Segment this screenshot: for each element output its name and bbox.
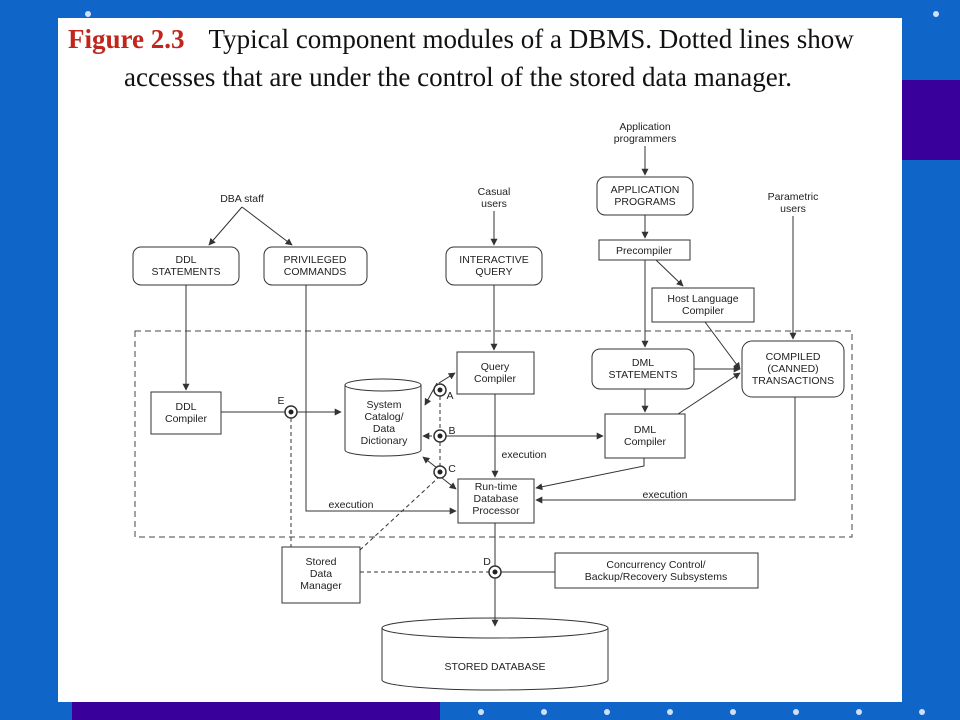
catalog-text-2: Catalog/ [364, 411, 403, 423]
access-point-d-label: D [483, 556, 491, 568]
access-point-nodes [284, 383, 502, 579]
bullet-dot [85, 11, 91, 17]
bullet-dot [856, 709, 862, 715]
query-compiler-text-2: Compiler [474, 373, 517, 385]
access-point-c-label: C [448, 463, 456, 475]
ddl-statements-text: DDL [175, 254, 196, 266]
privileged-commands-text-2: COMMANDS [284, 266, 346, 278]
runtime-processor-text-3: Processor [472, 505, 520, 517]
accent-block-bottom [72, 702, 440, 720]
access-point-a-label: A [446, 390, 453, 402]
stored-data-manager-text-3: Manager [300, 580, 342, 592]
dml-statements-text: DML [632, 357, 654, 369]
runtime-processor-text: Run-time [475, 481, 518, 493]
bullet-dot [793, 709, 799, 715]
bullet-dot [541, 709, 547, 715]
dml-compiler-box [604, 413, 686, 459]
dml-compiler-text: DML [634, 424, 656, 436]
figure-caption-line2: accesses that are under the control of t… [124, 62, 792, 92]
ddl-statements-text-2: STATEMENTS [151, 266, 220, 278]
bullet-dot [730, 709, 736, 715]
parametric-users-label-2: users [780, 203, 806, 215]
concurrency-control-box [554, 552, 759, 589]
catalog-text-4: Dictionary [361, 435, 408, 447]
privileged-commands-box [263, 246, 368, 286]
app-programmers-label: Application [619, 121, 671, 133]
dba-staff-label: DBA staff [220, 193, 264, 205]
application-programs-text-2: PROGRAMS [614, 196, 675, 208]
host-language-compiler-text: Host Language [667, 293, 738, 305]
catalog-text: System [366, 399, 401, 411]
dbms-boundary [134, 330, 853, 538]
bullet-dot [933, 11, 939, 17]
dml-compiler-text-2: Compiler [624, 436, 667, 448]
privileged-commands-text: PRIVILEGED [283, 254, 346, 266]
query-compiler-text: Query [481, 361, 510, 373]
stored-data-manager-text-2: Data [310, 568, 332, 580]
stored-data-manager-box [281, 546, 361, 604]
runtime-processor-box [457, 478, 535, 524]
interactive-query-text-2: QUERY [475, 266, 512, 278]
figure-label: Figure 2.3 [68, 24, 185, 54]
compiled-transactions-text: COMPILED [766, 351, 821, 363]
concurrency-control-text: Concurrency Control/ [606, 559, 705, 571]
stored-database-cylinder [381, 617, 609, 691]
compiled-transactions-box [741, 340, 845, 398]
execution-label-query: execution [502, 449, 547, 461]
figure-caption-text: Typical component modules of a DBMS. Dot… [208, 24, 854, 54]
dml-statements-text-2: STATEMENTS [608, 369, 677, 381]
stored-data-manager-connectors [290, 396, 490, 573]
execution-label-privileged: execution [329, 499, 374, 511]
casual-users-label-2: users [481, 198, 507, 210]
stored-data-manager-text: Stored [306, 556, 337, 568]
ddl-compiler-box [150, 391, 222, 435]
system-catalog-cylinder [344, 378, 422, 457]
dbms-module-diagram: DBA staff Casual users Application progr… [132, 121, 853, 691]
execution-label-transactions: execution [643, 489, 688, 501]
host-language-compiler-text-2: Compiler [682, 305, 725, 317]
access-point-e-label: E [277, 395, 284, 407]
bullet-dot [604, 709, 610, 715]
bullet-dot [478, 709, 484, 715]
query-compiler-box [456, 351, 535, 395]
runtime-processor-text-2: Database [474, 493, 519, 505]
solid-connectors [182, 146, 797, 627]
parametric-users-label: Parametric [768, 191, 819, 203]
bullet-dot [919, 709, 925, 715]
ddl-compiler-text: DDL [175, 401, 196, 413]
ddl-compiler-text-2: Compiler [165, 413, 208, 425]
access-point-b-label: B [448, 425, 455, 437]
application-programs-text: APPLICATION [611, 184, 680, 196]
precompiler-text: Precompiler [616, 245, 673, 257]
compiled-transactions-text-3: TRANSACTIONS [752, 375, 834, 387]
compiled-transactions-text-2: (CANNED) [767, 363, 818, 375]
slide-panel: Figure 2.3 Typical component modules of a… [58, 18, 902, 702]
interactive-query-text: INTERACTIVE [459, 254, 528, 266]
catalog-text-3: Data [373, 423, 395, 435]
bullet-dot [667, 709, 673, 715]
accent-block-top [902, 80, 960, 160]
stored-database-text: STORED DATABASE [445, 661, 546, 673]
app-programmers-label-2: programmers [614, 133, 676, 145]
host-language-compiler-box [651, 287, 755, 323]
casual-users-label: Casual [478, 186, 511, 198]
concurrency-control-text-2: Backup/Recovery Subsystems [585, 571, 727, 583]
figure-caption-line1: Figure 2.3 Typical component modules of a… [68, 24, 854, 55]
